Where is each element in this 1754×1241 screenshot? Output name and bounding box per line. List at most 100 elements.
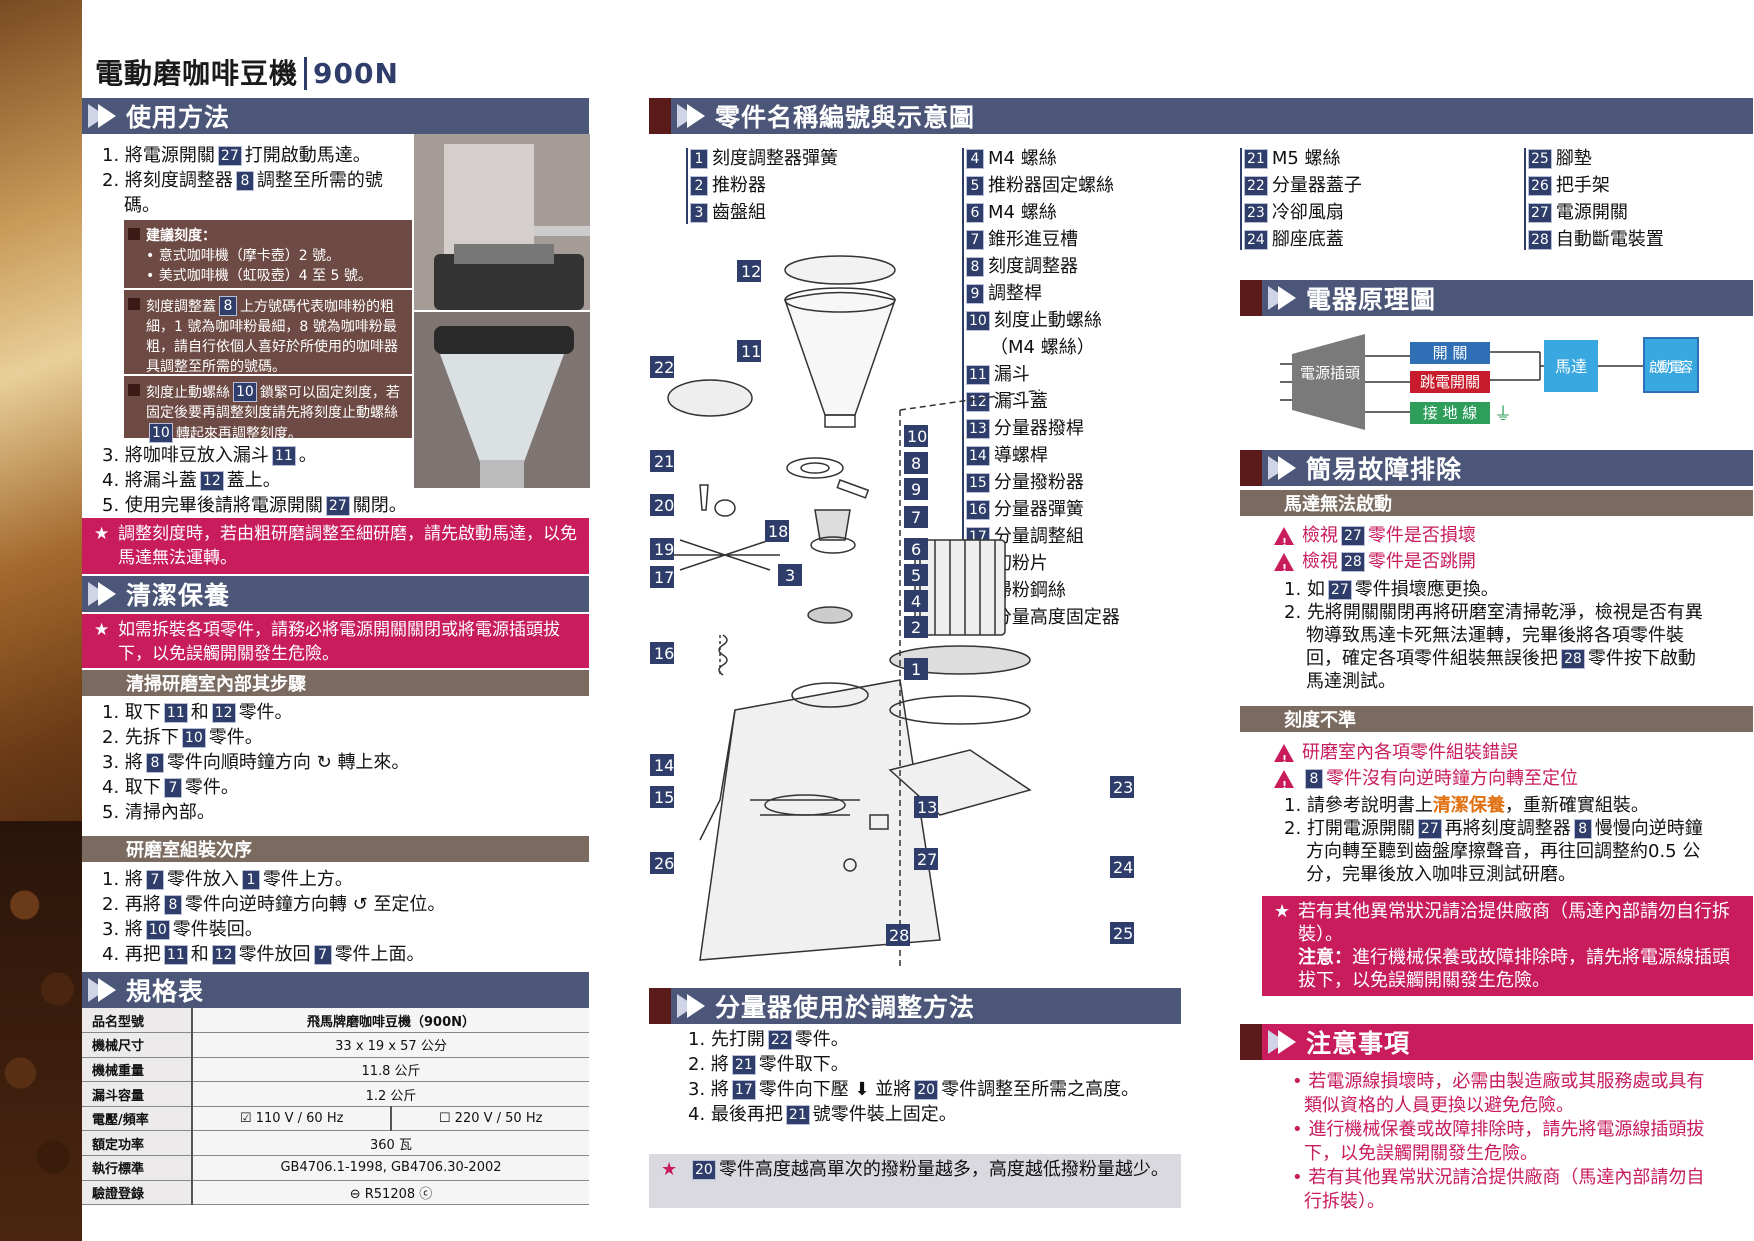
- label-16: 16: [654, 644, 674, 663]
- label-24: 24: [1113, 858, 1133, 877]
- power-plug-shape: [1292, 334, 1365, 430]
- label-5: 5: [911, 566, 921, 585]
- warning-icon: [1274, 553, 1294, 582]
- note-recommended-grind: 建議刻度： • 意式咖啡機（摩卡壺）2 號。 • 美式咖啡機（虹吸壺）4 至 5…: [124, 220, 412, 288]
- electric-diagram: 電源插頭 開 關 跳電開關 接 地 線 ⏚ 馬達 啟動電容: [1280, 334, 1699, 430]
- star-icon: ★: [661, 1159, 678, 1180]
- label-23: 23: [1113, 778, 1133, 797]
- star-icon: ★: [94, 524, 110, 544]
- arrow-icon: [671, 98, 715, 134]
- label-17: 17: [654, 568, 674, 587]
- caution-list: • 若電源線損壞時，必需由製造廠或其服務處或具有類似資格的人員更換以避免危險。 …: [1288, 1070, 1708, 1214]
- label-13: 13: [917, 798, 937, 817]
- section-electric-header: 電器原理圖: [1240, 280, 1753, 316]
- section-spec-header: 規格表: [82, 972, 589, 1008]
- switch-label: 開 關: [1433, 344, 1468, 362]
- label-22: 22: [654, 358, 674, 377]
- warning-icon: [1274, 527, 1294, 556]
- label-7: 7: [911, 508, 921, 527]
- trouble-warning-box: ★若有其他異常狀況請洽提供廠商（馬達內部請勿自行拆裝）。 注意：進行機械保養或故…: [1262, 896, 1753, 996]
- list-item: • 若有其他異常狀況請洽提供廠商（馬達內部請勿自行拆裝）。: [1292, 1167, 1705, 1212]
- list-item: 5. 清掃內部。: [102, 802, 215, 823]
- label-2: 2: [911, 618, 921, 637]
- list-item: • 進行機械保養或故障排除時，請先將電源線插頭拔下，以免誤觸開關發生危險。: [1292, 1119, 1705, 1164]
- label-1: 1: [911, 660, 921, 679]
- section-trouble-header: 簡易故障排除: [1240, 450, 1753, 486]
- list-item: • 若電源線損壞時，必需由製造廠或其服務處或具有類似資格的人員更換以避免危險。: [1292, 1071, 1705, 1116]
- label-4: 4: [911, 592, 921, 611]
- label-12: 12: [741, 262, 761, 281]
- label-6: 6: [911, 540, 921, 559]
- coffee-beans-image: [0, 821, 82, 1241]
- label-8: 8: [911, 454, 921, 473]
- grinder-top-illustration: [414, 134, 590, 310]
- power-plug-label: 電源插頭: [1300, 364, 1360, 382]
- label-28: 28: [889, 926, 909, 945]
- table-row: 驗證登錄⊖ R51208 ⓒ: [82, 1180, 589, 1206]
- label-25: 25: [1113, 924, 1133, 943]
- star-icon: ★: [1274, 901, 1291, 922]
- clockwise-arrow-icon: ↻: [310, 752, 338, 773]
- arrow-icon: [82, 972, 126, 1008]
- label-19: 19: [654, 540, 674, 559]
- certification-mark-icon: ⊖: [349, 1186, 365, 1202]
- part-badge: 8: [235, 171, 254, 191]
- grinder-photo-hopper: [414, 312, 590, 488]
- label-15: 15: [654, 788, 674, 807]
- down-arrow-icon: ⬇: [848, 1079, 876, 1100]
- section-doser-header: 分量器使用於調整方法: [649, 988, 1181, 1024]
- section-usage-header: 使用方法: [82, 98, 589, 134]
- section-cleaning-header: 清潔保養: [82, 576, 589, 612]
- cleaning-warning: ★如需拆裝各項零件，請務必將電源開關關閉或將電源插頭拔下，以免誤觸開關發生危險。: [82, 614, 589, 668]
- label-26: 26: [654, 854, 674, 873]
- product-name: 電動磨咖啡豆機: [95, 57, 299, 90]
- sub-header-assembly-order: 研磨室組裝次序: [82, 836, 589, 862]
- cleaning-reference-link: 清潔保養: [1432, 795, 1505, 816]
- arrow-icon: [82, 576, 126, 612]
